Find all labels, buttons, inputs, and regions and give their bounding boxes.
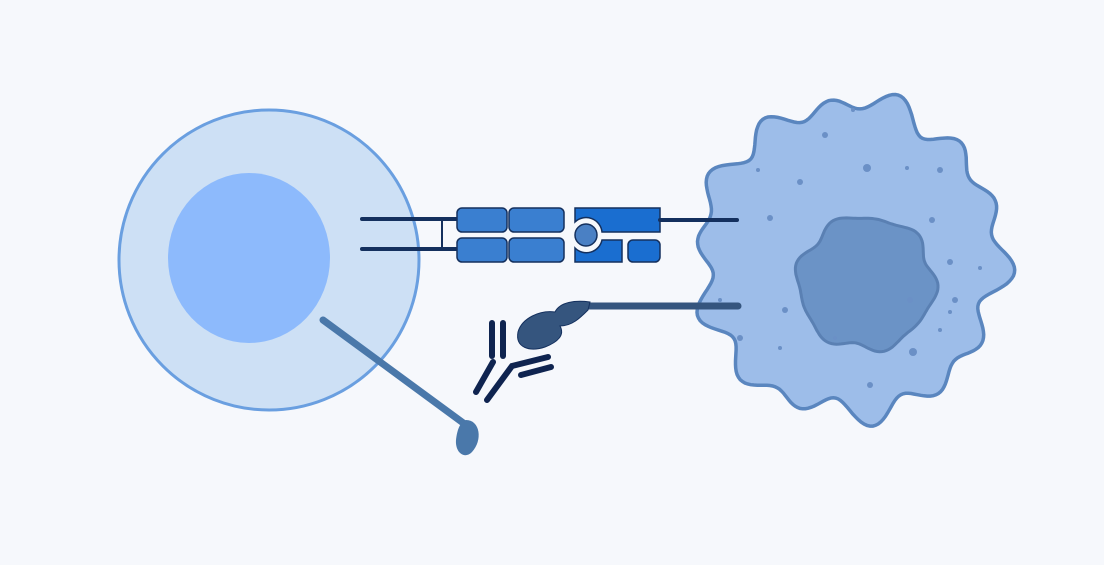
tcr-domain [508, 207, 565, 233]
tcr-domain [456, 237, 508, 263]
mhc-domain [574, 239, 623, 263]
granule-dot [867, 382, 873, 388]
granule-dot [909, 348, 917, 356]
granule-dot [978, 266, 982, 270]
granule-dot [907, 297, 913, 303]
granule-dot [718, 298, 722, 302]
antibody-arm [518, 364, 554, 378]
antibody [473, 320, 554, 403]
antibody-arm [473, 359, 496, 395]
receptor-head [455, 420, 479, 456]
granule-dot [782, 307, 788, 313]
t-cell-nucleus [168, 173, 330, 343]
beta2m-domain [627, 239, 661, 263]
tcr-mhc-complex [360, 207, 739, 263]
granule-dot [778, 346, 782, 350]
cancer-cell-nucleus [793, 216, 940, 354]
ligand-head [517, 300, 591, 350]
receptor-stalk [319, 316, 470, 429]
tcr-domain [456, 207, 508, 233]
granule-dot [948, 310, 952, 314]
granule-dot [737, 335, 743, 341]
mhc-domain [574, 207, 661, 233]
cancer-cell-granules [718, 108, 982, 388]
granule-dot [833, 336, 837, 340]
cancer-cell [695, 92, 1017, 428]
granule-dot [863, 164, 871, 172]
granule-dot [938, 328, 942, 332]
antibody-arm [484, 354, 551, 403]
granule-dot [851, 108, 855, 112]
granule-dot [947, 259, 953, 265]
granule-dot [905, 166, 909, 170]
granule-dot [822, 132, 828, 138]
granule-dot [929, 217, 935, 223]
granule-dot [937, 167, 943, 173]
peptide-antigen [574, 223, 598, 247]
ligand [517, 300, 742, 350]
granule-dot [767, 215, 773, 221]
granule-dot [952, 297, 958, 303]
tcr-domain [508, 237, 565, 263]
t-cell [117, 108, 479, 456]
granule-dot [756, 168, 760, 172]
granule-dot [797, 179, 803, 185]
